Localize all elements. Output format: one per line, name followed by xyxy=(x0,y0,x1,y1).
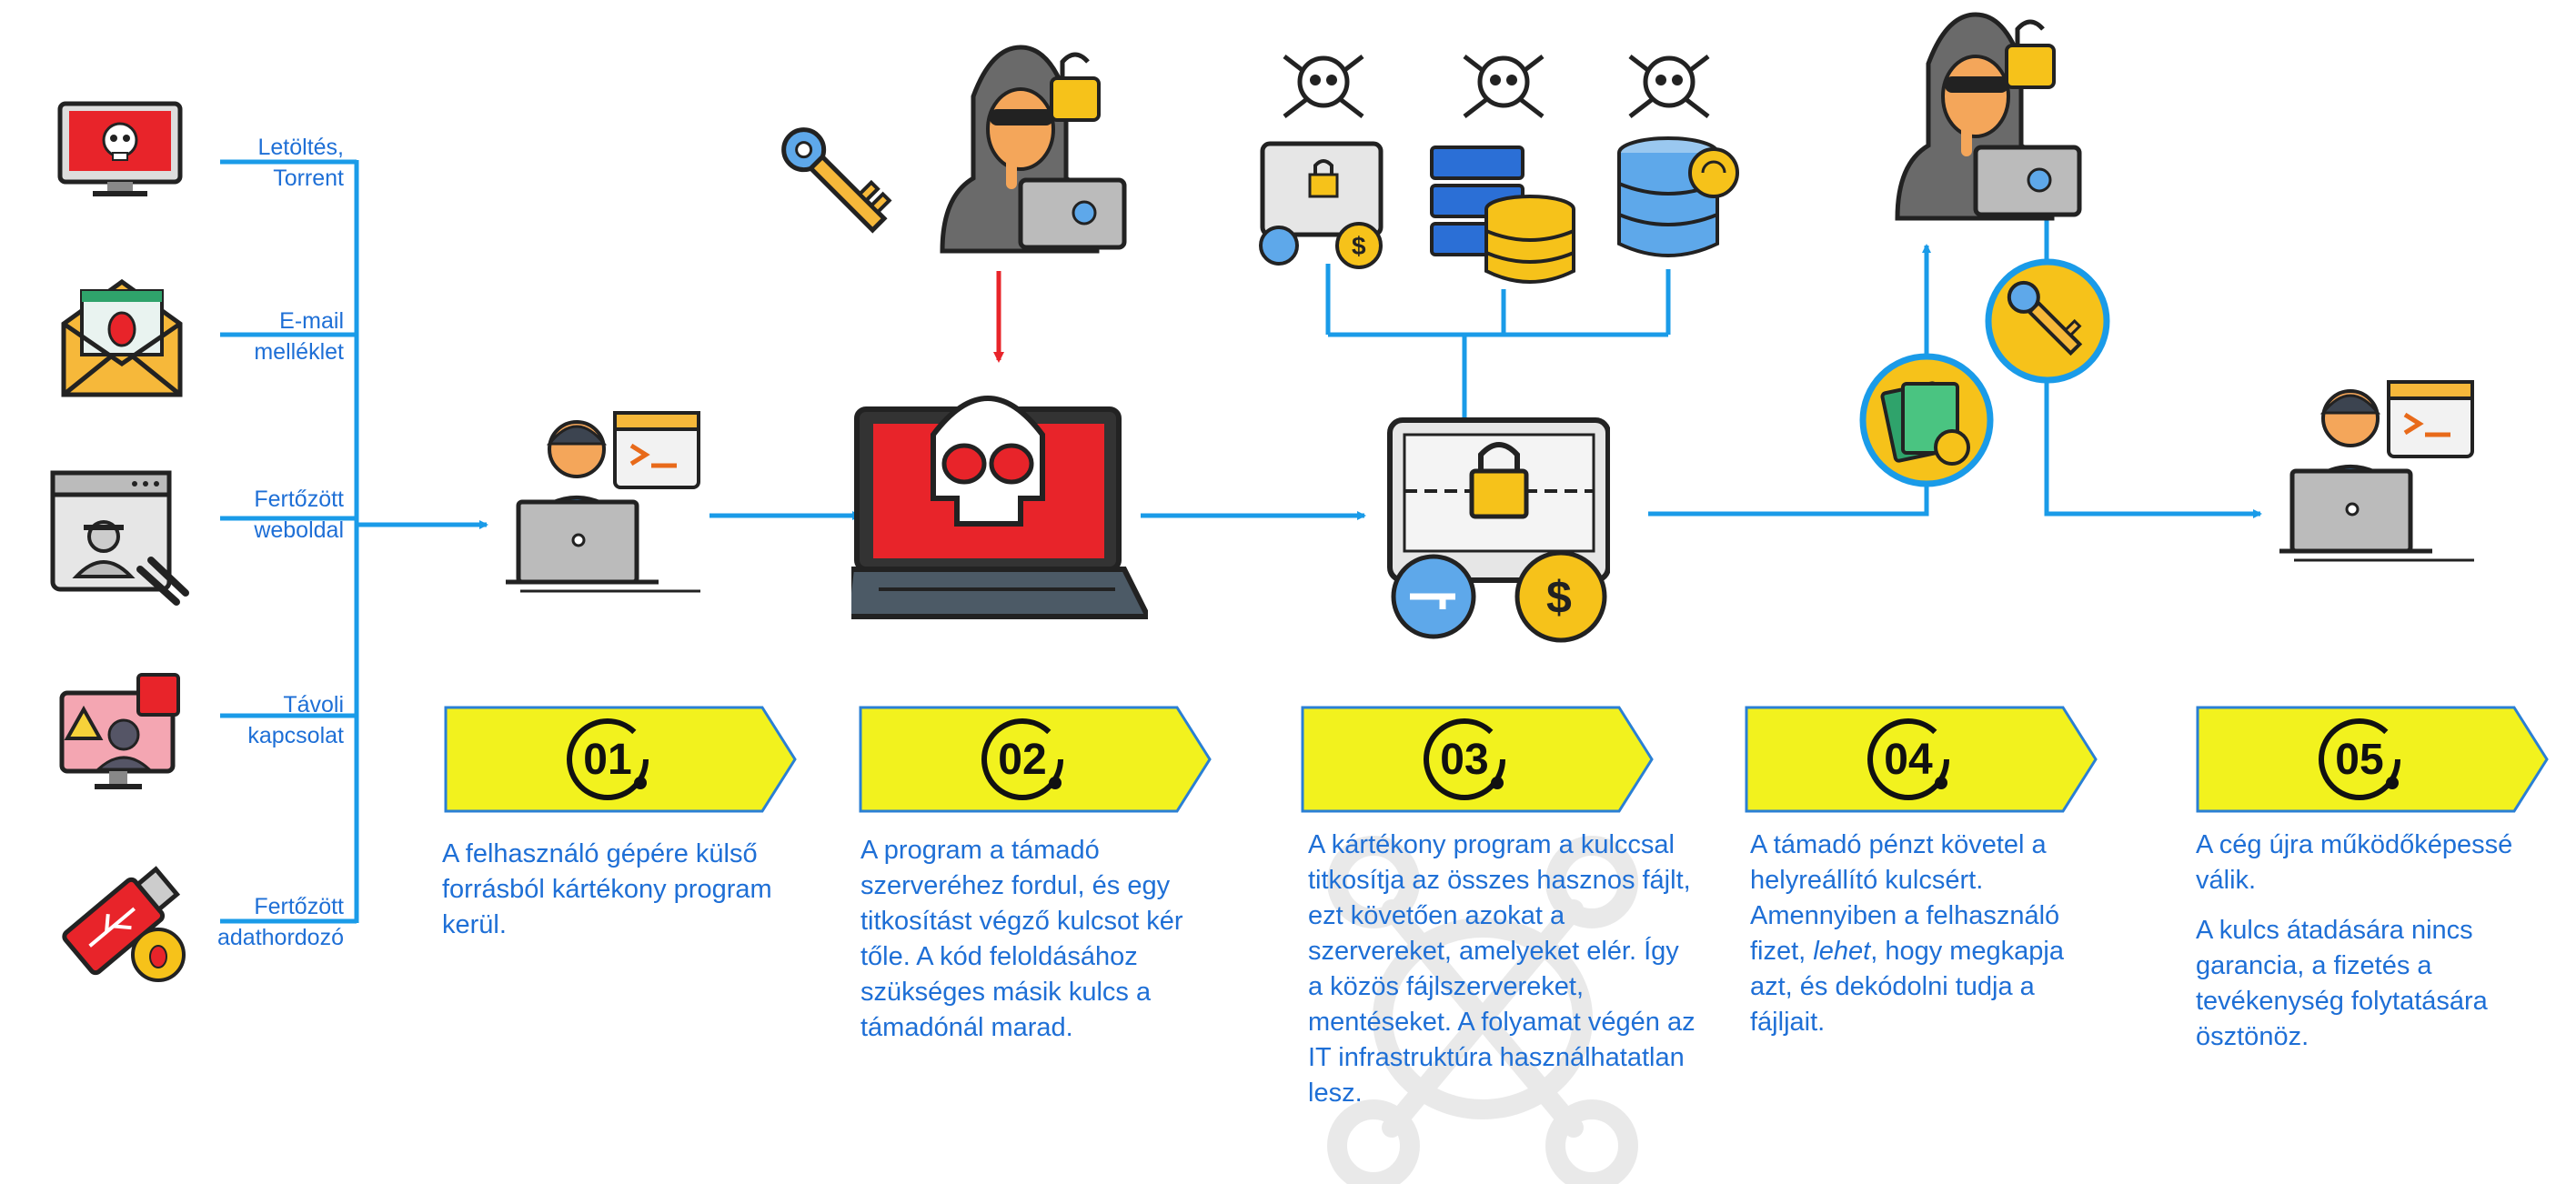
skull-crossbones-icon-3 xyxy=(1628,55,1710,118)
step-ring-icon xyxy=(2319,718,2400,800)
hacker-icon xyxy=(940,45,1127,254)
database-sync-icon xyxy=(1617,136,1739,257)
step-banner-5: 05 xyxy=(2196,706,2549,813)
step-number: 05 xyxy=(2335,735,2384,784)
step-desc-paragraph: A kártékony program a kulccsal titkosítj… xyxy=(1308,830,1696,1108)
watermark-skull-icon xyxy=(1327,836,1638,1184)
step-desc-4: A támadó pénzt követel a helyreállító ku… xyxy=(1750,828,2096,1055)
user-laptop-icon xyxy=(506,411,700,593)
source-label-download: Letöltés, Torrent xyxy=(257,135,344,191)
money-badge-icon xyxy=(1859,353,1994,487)
step-number: 02 xyxy=(998,735,1047,784)
step-desc-3: A kártékony program a kulccsal titkosítj… xyxy=(1308,828,1699,1126)
source-label-email: E-mail melléklet xyxy=(254,308,344,365)
step-desc-text: A támadó pénzt követel a helyreállító ku… xyxy=(1750,830,2060,966)
source-label-usb: Fertőzött adathordozó xyxy=(216,894,344,950)
infected-email-icon xyxy=(61,278,183,397)
locked-computer-icon: $ xyxy=(1259,141,1384,269)
hacker-icon-2 xyxy=(1895,12,2082,221)
step-ring-icon xyxy=(1424,718,1505,800)
step-banner-4: 04 xyxy=(1745,706,2098,813)
infected-usb-icon xyxy=(62,866,186,982)
infected-laptop-skull-icon xyxy=(851,396,1148,619)
step-desc-text: , hogy megkapja azt, és dekódolni tudja … xyxy=(1750,937,2065,1037)
step-banner-3: 03 xyxy=(1301,706,1654,813)
step-desc-paragraph: A kulcs átadására nincs garancia, a fize… xyxy=(2196,916,2488,1051)
source-label-remote: Távoli kapcsolat xyxy=(247,692,344,748)
infected-website-icon xyxy=(50,470,189,606)
step-number: 01 xyxy=(583,735,632,784)
step-desc-paragraph: A cég újra működőképessé válik. xyxy=(2196,830,2513,895)
remote-connection-icon xyxy=(59,673,180,789)
step-ring-icon xyxy=(981,718,1063,800)
svg-text:$: $ xyxy=(1352,232,1366,260)
step-desc-2: A program a támadó szerveréhez fordul, é… xyxy=(860,833,1224,1060)
restored-user-laptop-icon xyxy=(2279,380,2474,562)
arrow-payment-to-attacker xyxy=(1648,244,1931,517)
step-ring-icon xyxy=(1867,718,1949,800)
step-desc-5: A cég újra működőképessé válik. A kulcs … xyxy=(2196,828,2523,1069)
step-banner-1: 01 xyxy=(444,706,797,813)
step-desc-1: A felhasználó gépére külső forrásból kár… xyxy=(442,837,815,958)
key-badge-icon xyxy=(1985,258,2110,384)
infected-monitor-icon xyxy=(57,101,183,196)
step-desc-emphasis: lehet xyxy=(1813,937,1871,966)
yellow-key-icon xyxy=(781,127,892,234)
encrypted-system-icon: $ xyxy=(1387,417,1610,643)
svg-text:$: $ xyxy=(1546,572,1572,623)
skull-crossbones-icon-2 xyxy=(1463,55,1545,118)
step-ring-icon xyxy=(567,718,649,800)
step-desc-paragraph: A program a támadó szerveréhez fordul, é… xyxy=(860,836,1183,1042)
step-desc-paragraph: A támadó pénzt követel a helyreállító ku… xyxy=(1750,828,2096,1040)
step-banner-2: 02 xyxy=(859,706,1212,813)
server-rack-icon xyxy=(1430,145,1575,284)
step-number: 04 xyxy=(1884,735,1933,784)
skull-crossbones-icon-1 xyxy=(1283,55,1364,118)
step-number: 03 xyxy=(1440,735,1489,784)
step-desc-paragraph: A felhasználó gépére külső forrásból kár… xyxy=(442,839,772,939)
source-label-website: Fertőzött weboldal xyxy=(254,487,344,543)
